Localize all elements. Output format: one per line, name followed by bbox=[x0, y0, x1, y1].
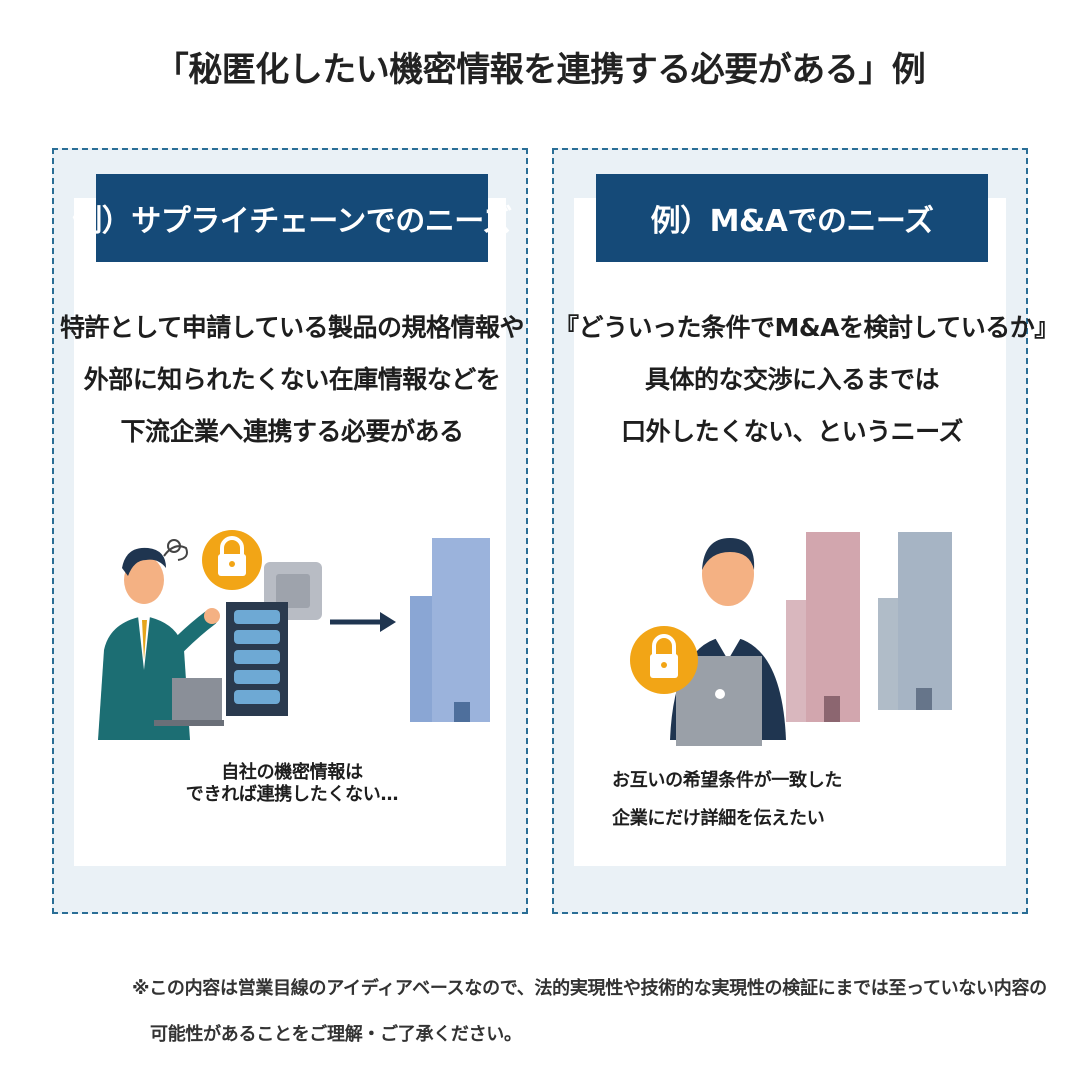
building-illustration bbox=[878, 532, 952, 710]
description-line: 特許として申請している製品の規格情報や bbox=[59, 313, 525, 342]
lock-icon bbox=[630, 626, 698, 694]
ma-description: 『どういった条件でM&Aを検討しているか』 具体的な交渉に入るまでは 口外したく… bbox=[554, 302, 1059, 458]
page-title: 「秘匿化したい機密情報を連携する必要がある」例 bbox=[154, 50, 926, 90]
caption-line: お互いの希望条件が一致した bbox=[612, 770, 843, 791]
description-line: 『どういった条件でM&Aを検討しているか』 bbox=[554, 313, 1059, 342]
caption-line: 企業にだけ詳細を伝えたい bbox=[612, 808, 825, 829]
ma-caption: お互いの希望条件が一致した 企業にだけ詳細を伝えたい bbox=[612, 762, 842, 838]
footnote-line: ※この内容は営業目線のアイディアベースなので、法的実現性や技術的な実現性の検証に… bbox=[132, 978, 1047, 999]
description-line: 外部に知られたくない在庫情報などを bbox=[83, 365, 501, 394]
ma-header: 例）M&Aでのニーズ bbox=[596, 174, 988, 262]
laptop-illustration bbox=[154, 678, 224, 726]
caption-line: できれば連携したくない… bbox=[185, 784, 399, 805]
description-line: 下流企業へ連携する必要がある bbox=[120, 417, 464, 446]
footnote-line: 可能性があることをご理解・ご了承ください。 bbox=[150, 1024, 522, 1045]
lock-icon bbox=[202, 530, 262, 590]
panel-inner bbox=[74, 198, 506, 866]
footnote: ※この内容は営業目線のアイディアベースなので、法的実現性や技術的な実現性の検証に… bbox=[132, 966, 1047, 1058]
supply-chain-illustration bbox=[98, 530, 490, 740]
description-line: 口外したくない、というニーズ bbox=[621, 417, 963, 446]
description-line: 具体的な交渉に入るまでは bbox=[644, 365, 940, 394]
supply-chain-caption: 自社の機密情報は できれば連携したくない… bbox=[54, 762, 530, 806]
businessman-illustration bbox=[98, 539, 220, 740]
building-illustration bbox=[786, 532, 860, 722]
building-illustration bbox=[410, 538, 490, 722]
server-illustration bbox=[226, 602, 288, 716]
supply-chain-panel: 例）サプライチェーンでのニーズ 特許として申請している製品の規格情報や 外部に知… bbox=[52, 148, 528, 914]
supply-chain-header: 例）サプライチェーンでのニーズ bbox=[72, 174, 512, 262]
supply-chain-description: 特許として申請している製品の規格情報や 外部に知られたくない在庫情報などを 下流… bbox=[54, 302, 530, 458]
arrow-right-icon bbox=[330, 612, 396, 632]
ma-panel: 例）M&Aでのニーズ 『どういった条件でM&Aを検討しているか』 具体的な交渉に… bbox=[552, 148, 1059, 914]
caption-line: 自社の機密情報は bbox=[221, 762, 363, 783]
ma-illustration bbox=[630, 532, 952, 746]
